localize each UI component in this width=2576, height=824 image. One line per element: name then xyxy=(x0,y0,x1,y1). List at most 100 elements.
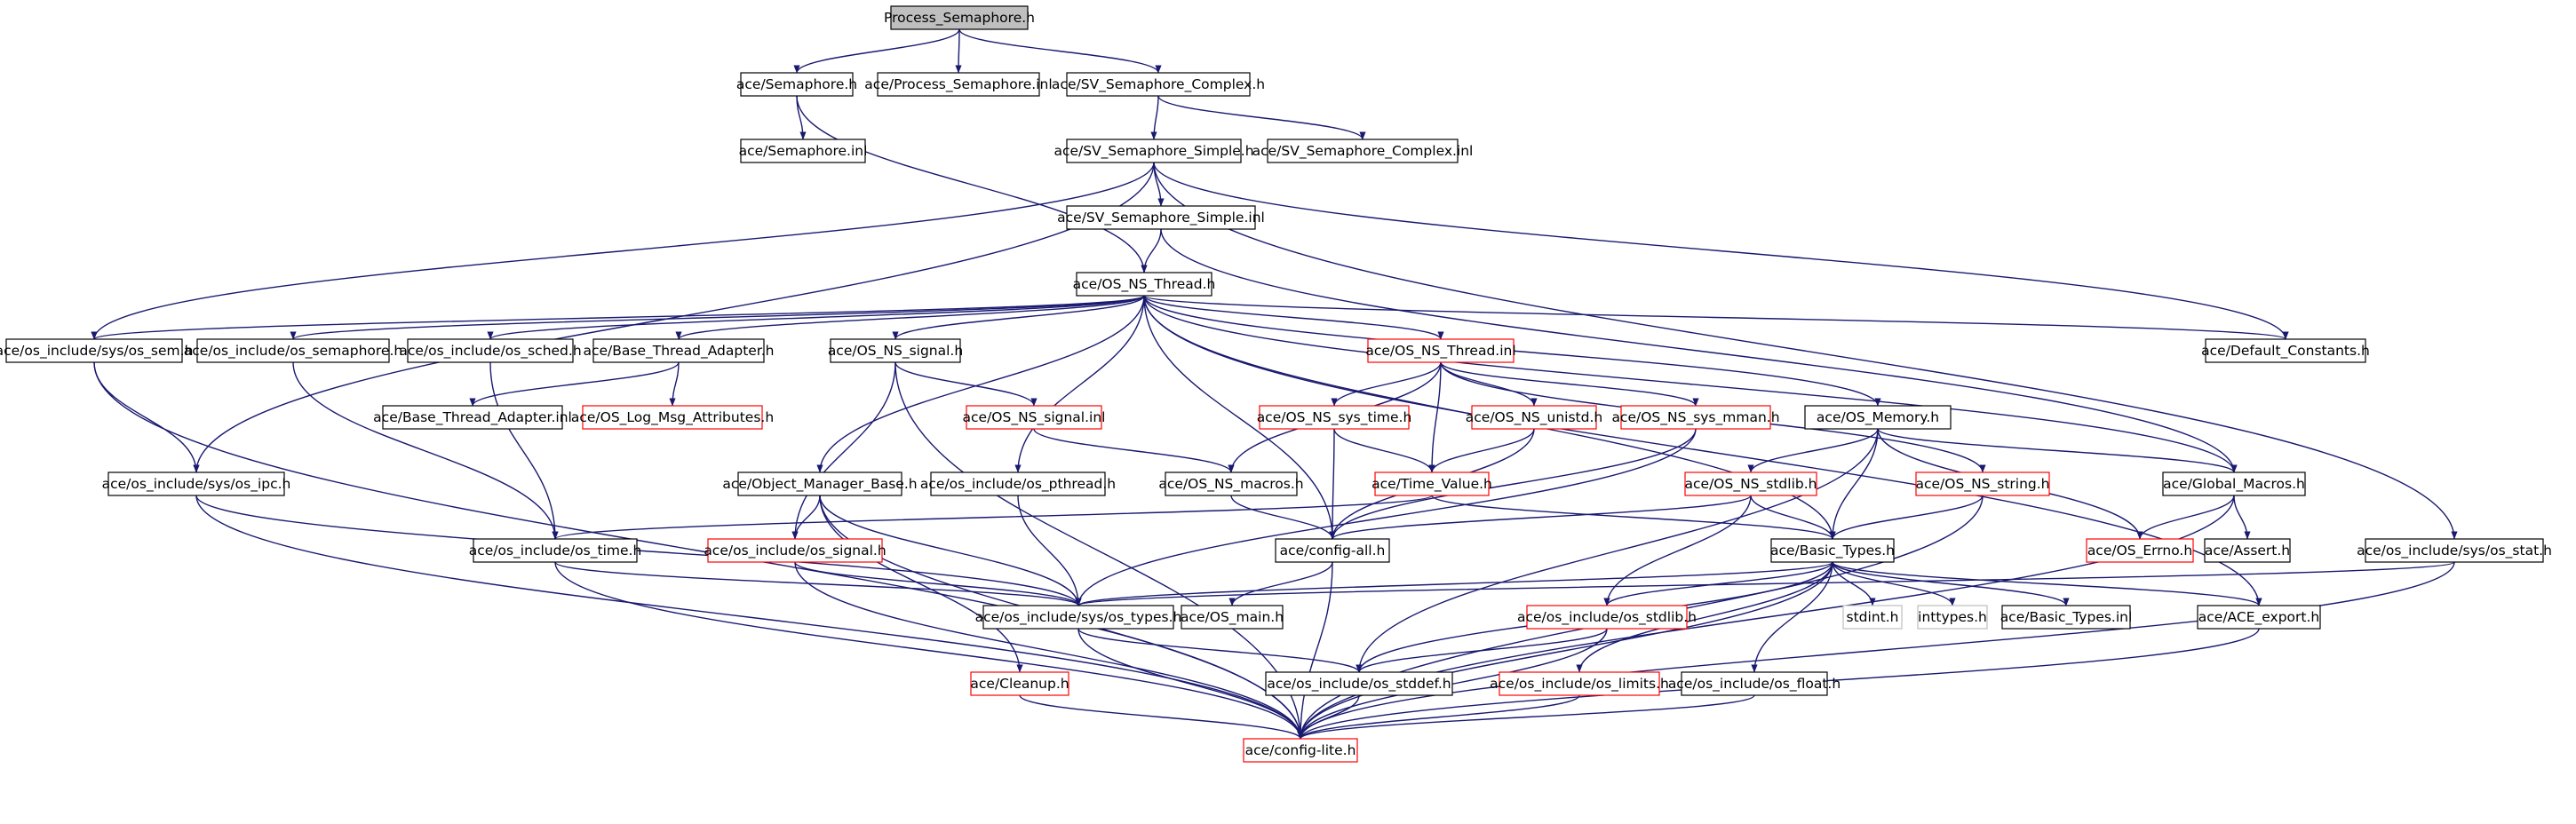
node-box[interactable] xyxy=(1681,671,1828,696)
node-n37[interactable]: ace/os_include/sys/os_stat.h xyxy=(2357,538,2552,563)
node-box[interactable] xyxy=(1917,605,1988,630)
node-box[interactable] xyxy=(740,72,854,97)
node-n34[interactable]: ace/Basic_Types.h xyxy=(1770,538,1895,563)
node-box[interactable] xyxy=(592,338,765,363)
node-box[interactable] xyxy=(890,5,1029,30)
node-n16[interactable]: ace/Base_Thread_Adapter.inl xyxy=(373,405,572,430)
node-n12[interactable]: ace/Base_Thread_Adapter.h xyxy=(583,338,775,363)
node-n7[interactable]: ace/SV_Semaphore_Simple.inl xyxy=(1057,205,1265,230)
node-box[interactable] xyxy=(5,338,183,363)
node-n8[interactable]: ace/OS_NS_Thread.h xyxy=(1073,272,1216,297)
node-box[interactable] xyxy=(970,671,1069,696)
node-n29[interactable]: ace/OS_NS_string.h xyxy=(1915,471,2050,496)
node-box[interactable] xyxy=(2086,538,2194,563)
node-box[interactable] xyxy=(1471,405,1597,430)
node-n4[interactable]: ace/Semaphore.inl xyxy=(739,139,868,163)
node-box[interactable] xyxy=(1066,139,1242,163)
node-n39[interactable]: ace/OS_main.h xyxy=(1181,605,1284,630)
node-n0[interactable]: Process_Semaphore.h xyxy=(884,5,1035,30)
node-box[interactable] xyxy=(382,405,563,430)
node-box[interactable] xyxy=(1267,139,1459,163)
node-n25[interactable]: ace/os_include/os_pthread.h xyxy=(920,471,1116,496)
node-box[interactable] xyxy=(1066,72,1251,97)
node-n33[interactable]: ace/config-all.h xyxy=(1275,538,1390,563)
node-n43[interactable]: ace/Basic_Types.inl xyxy=(2000,605,2133,630)
node-box[interactable] xyxy=(982,605,1174,630)
node-box[interactable] xyxy=(1374,471,1490,496)
node-box[interactable] xyxy=(1259,405,1410,430)
node-n14[interactable]: ace/OS_NS_Thread.inl xyxy=(1365,338,1516,363)
node-box[interactable] xyxy=(1684,471,1817,496)
node-n47[interactable]: ace/os_include/os_limits.h xyxy=(1490,671,1669,696)
node-n48[interactable]: ace/os_include/os_float.h xyxy=(1668,671,1841,696)
node-n42[interactable]: inttypes.h xyxy=(1917,605,1988,630)
node-box[interactable] xyxy=(1499,671,1660,696)
node-n11[interactable]: ace/os_include/os_sched.h xyxy=(399,338,582,363)
node-n15[interactable]: ace/Default_Constants.h xyxy=(2201,338,2370,363)
node-box[interactable] xyxy=(1770,538,1895,563)
node-box[interactable] xyxy=(2162,471,2306,496)
node-box[interactable] xyxy=(1181,605,1284,630)
node-n40[interactable]: ace/os_include/os_stdlib.h xyxy=(1517,605,1697,630)
node-box[interactable] xyxy=(930,471,1106,496)
node-box[interactable] xyxy=(1243,738,1358,763)
node-box[interactable] xyxy=(2205,338,2366,363)
node-box[interactable] xyxy=(473,538,638,563)
node-box[interactable] xyxy=(1265,671,1453,696)
node-box[interactable] xyxy=(830,338,961,363)
node-n23[interactable]: ace/os_include/sys/os_ipc.h xyxy=(102,471,291,496)
node-n31[interactable]: ace/os_include/os_time.h xyxy=(469,538,642,563)
node-n21[interactable]: ace/OS_NS_sys_mman.h xyxy=(1611,405,1780,430)
node-box[interactable] xyxy=(582,405,763,430)
node-box[interactable] xyxy=(1915,471,2050,496)
node-n13[interactable]: ace/OS_NS_signal.h xyxy=(828,338,963,363)
node-box[interactable] xyxy=(877,72,1040,97)
node-n5[interactable]: ace/SV_Semaphore_Simple.h xyxy=(1053,139,1254,163)
node-n41[interactable]: stdint.h xyxy=(1842,605,1903,630)
node-n30[interactable]: ace/Global_Macros.h xyxy=(2162,471,2306,496)
node-box[interactable] xyxy=(1526,605,1688,630)
node-n38[interactable]: ace/os_include/sys/os_types.h xyxy=(975,605,1182,630)
node-box[interactable] xyxy=(2365,538,2544,563)
node-box[interactable] xyxy=(1076,272,1212,297)
node-n24[interactable]: ace/Object_Manager_Base.h xyxy=(722,471,918,496)
node-n44[interactable]: ace/ACE_export.h xyxy=(2197,605,2321,630)
node-n19[interactable]: ace/OS_NS_sys_time.h xyxy=(1257,405,1412,430)
node-box[interactable] xyxy=(737,471,902,496)
node-n45[interactable]: ace/Cleanup.h xyxy=(970,671,1069,696)
node-box[interactable] xyxy=(196,338,390,363)
node-box[interactable] xyxy=(1620,405,1771,430)
node-n9[interactable]: ace/os_include/sys/os_sem.h xyxy=(0,338,193,363)
node-box[interactable] xyxy=(1165,471,1298,496)
node-box[interactable] xyxy=(1842,605,1903,630)
node-n26[interactable]: ace/OS_NS_macros.h xyxy=(1158,471,1304,496)
node-n3[interactable]: ace/SV_Semaphore_Complex.h xyxy=(1052,72,1265,97)
node-box[interactable] xyxy=(107,471,285,496)
node-box[interactable] xyxy=(1367,338,1515,363)
node-n17[interactable]: ace/OS_Log_Msg_Attributes.h xyxy=(571,405,774,430)
node-n18[interactable]: ace/OS_NS_signal.inl xyxy=(963,405,1106,430)
node-n49[interactable]: ace/config-lite.h xyxy=(1243,738,1358,763)
node-box[interactable] xyxy=(407,338,574,363)
node-box[interactable] xyxy=(707,538,883,563)
node-n28[interactable]: ace/OS_NS_stdlib.h xyxy=(1684,471,1817,496)
node-box[interactable] xyxy=(1275,538,1390,563)
node-box[interactable] xyxy=(1066,205,1256,230)
node-n46[interactable]: ace/os_include/os_stddef.h xyxy=(1265,671,1453,696)
node-n35[interactable]: ace/OS_Errno.h xyxy=(2086,538,2194,563)
node-n10[interactable]: ace/os_include/os_semaphore.h xyxy=(184,338,402,363)
node-box[interactable] xyxy=(2001,605,2131,630)
node-n2[interactable]: ace/Process_Semaphore.inl xyxy=(864,72,1053,97)
node-n27[interactable]: ace/Time_Value.h xyxy=(1371,471,1492,496)
node-n32[interactable]: ace/os_include/os_signal.h xyxy=(704,538,886,563)
node-n20[interactable]: ace/OS_NS_unistd.h xyxy=(1466,405,1602,430)
node-n1[interactable]: ace/Semaphore.h xyxy=(736,72,857,97)
node-box[interactable] xyxy=(2204,538,2291,563)
node-n6[interactable]: ace/SV_Semaphore_Complex.inl xyxy=(1252,139,1474,163)
node-box[interactable] xyxy=(1804,405,1952,430)
node-box[interactable] xyxy=(2197,605,2321,630)
node-box[interactable] xyxy=(740,139,866,163)
node-n36[interactable]: ace/Assert.h xyxy=(2204,538,2291,563)
node-box[interactable] xyxy=(966,405,1102,430)
node-n22[interactable]: ace/OS_Memory.h xyxy=(1804,405,1952,430)
